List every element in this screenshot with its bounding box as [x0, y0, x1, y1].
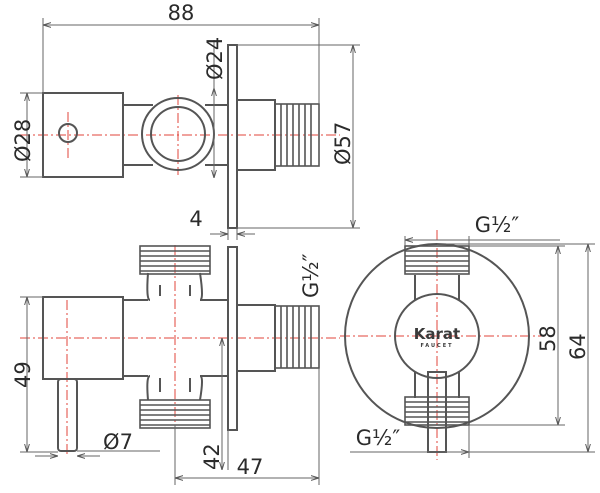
central-body: [123, 104, 228, 166]
top-view: 88 Ø24 Ø28 Ø57 4: [11, 1, 360, 240]
logo-subtext: FAUCET: [420, 343, 453, 349]
dim-49-label: 49: [11, 361, 35, 388]
top-thread: [139, 245, 211, 275]
handle-body: [42, 92, 124, 178]
side-thread: [274, 103, 320, 167]
dim-58-label: 58: [536, 325, 560, 352]
bottom-inner: [159, 378, 191, 392]
dim-64-label: 64: [566, 333, 590, 360]
handle-hole: [58, 123, 78, 143]
dim-57-label: Ø57: [331, 122, 355, 165]
top-inner: [159, 285, 191, 296]
side-neck-lines: [414, 275, 460, 398]
logo-text: Karat: [414, 325, 460, 343]
front-handle-body: [42, 296, 124, 380]
top-neck: [146, 272, 203, 301]
side-thread-label: G½″: [299, 253, 323, 298]
dim-42-label: 42: [200, 443, 224, 470]
side-bottom-thread: [404, 396, 470, 426]
front-view: G½″ 49 Ø7 42 47: [11, 245, 340, 485]
dim-7-label: Ø7: [103, 430, 133, 454]
bottom-neck: [146, 375, 203, 401]
dim-47-label: 47: [237, 455, 264, 479]
front-side-thread: [274, 305, 320, 369]
dim-24-label: Ø24: [203, 37, 227, 80]
front-handle-lever: [57, 378, 78, 452]
dim-28-label: Ø28: [11, 119, 35, 162]
outlet-inner-ring: [150, 106, 206, 162]
dim-4-label: 4: [189, 207, 202, 231]
dim-88-label: 88: [168, 1, 195, 25]
bottom-thread-label: G½″: [356, 426, 401, 450]
body-circle: [394, 293, 480, 379]
side-view: Karat FAUCET G½″ G½″ 58 64: [340, 213, 595, 460]
flange-plate: [227, 44, 238, 229]
top-thread-label: G½″: [475, 213, 520, 237]
brand-logo: Karat FAUCET: [414, 325, 460, 349]
side-top-thread: [404, 245, 470, 275]
front-body: [123, 299, 228, 377]
